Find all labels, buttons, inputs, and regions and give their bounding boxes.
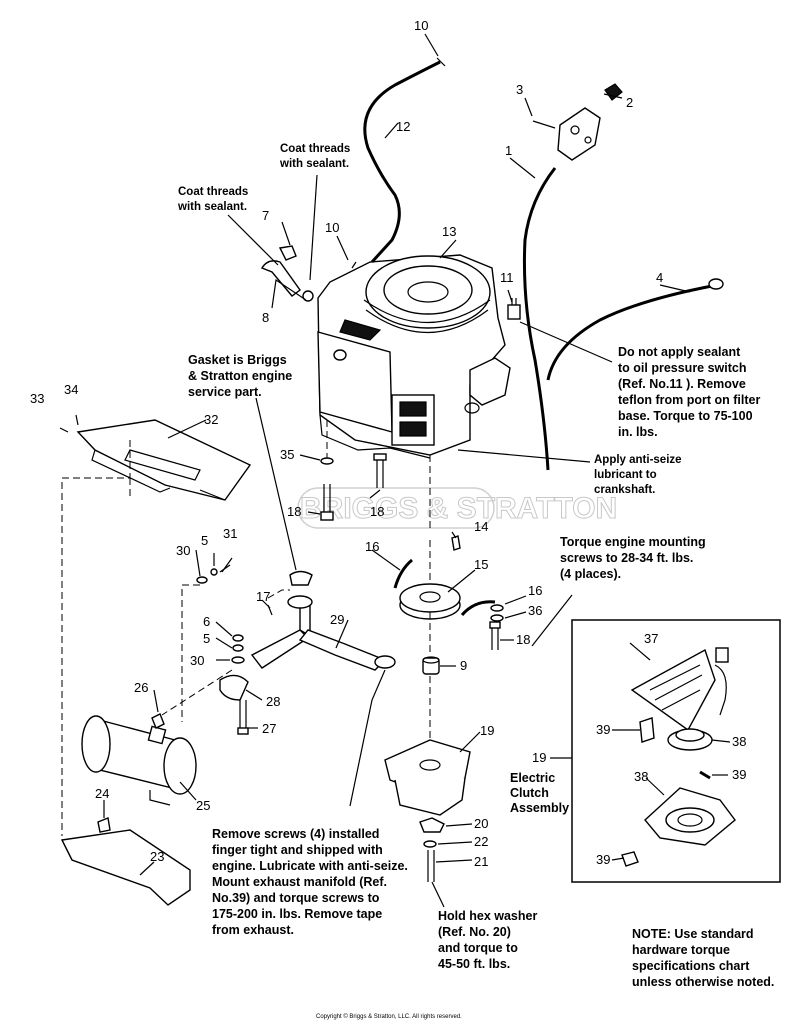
label-24: 24 — [95, 786, 109, 801]
screw-34 — [75, 414, 79, 426]
label-11: 11 — [500, 270, 514, 285]
dipstick-tube — [363, 60, 441, 264]
label-29: 29 — [330, 612, 344, 627]
label-8: 8 — [262, 310, 269, 325]
bracket-16b — [460, 600, 496, 617]
watermark-text: BRIGGS & STRATTON — [300, 492, 617, 525]
label-7: 7 — [262, 208, 269, 223]
label-14: 14 — [474, 519, 488, 534]
screw-33 — [59, 427, 69, 433]
note-coat-threads-2: Coat threads with sealant. — [177, 186, 252, 213]
label-20: 20 — [474, 816, 488, 831]
label-27: 27 — [262, 721, 276, 736]
exhaust-manifold — [219, 570, 396, 701]
label-32: 32 — [204, 412, 218, 427]
bracket-16a — [393, 558, 413, 589]
label-34: 34 — [64, 382, 78, 397]
note-torque-mounting: Torque engine mounting screws to 28-34 f… — [560, 535, 709, 581]
label-39a: 39 — [596, 722, 610, 737]
label-26: 26 — [134, 680, 148, 695]
label-18b: 18 — [370, 504, 384, 519]
label-16b: 16 — [528, 583, 542, 598]
alignment-lines — [61, 420, 431, 836]
label-10b: 10 — [325, 220, 339, 235]
notes: Coat threads with sealant. Coat threads … — [177, 143, 774, 989]
label-22: 22 — [474, 834, 488, 849]
oil-pressure-switch — [507, 298, 521, 320]
note-oil-pressure-switch: Do not apply sealant to oil pressure swi… — [618, 345, 764, 439]
electric-clutch — [384, 739, 471, 816]
label-3: 3 — [516, 82, 523, 97]
note-antiseize: Apply anti-seize lubricant to crankshaft… — [594, 454, 685, 496]
label-30a: 30 — [176, 543, 190, 558]
label-5a: 5 — [201, 533, 208, 548]
label-15: 15 — [474, 557, 488, 572]
clutch-detail-box — [571, 619, 781, 883]
label-17: 17 — [256, 589, 270, 604]
muffler-bracket — [60, 829, 191, 906]
label-30b: 30 — [190, 653, 204, 668]
cable-clamp — [604, 83, 623, 101]
small-hardware — [151, 557, 273, 735]
throttle-cable — [522, 167, 557, 471]
spacer-9 — [422, 656, 440, 675]
label-38a: 38 — [732, 734, 746, 749]
label-23: 23 — [150, 849, 164, 864]
note-remove-screws: Remove screws (4) installed finger tight… — [212, 827, 411, 937]
label-4: 4 — [656, 270, 663, 285]
label-39c: 39 — [596, 852, 610, 867]
label-18c: 18 — [516, 632, 530, 647]
label-37: 37 — [644, 631, 658, 646]
label-19a: 19 — [480, 723, 494, 738]
label-35: 35 — [280, 447, 294, 462]
label-28: 28 — [266, 694, 280, 709]
label-38b: 38 — [634, 769, 648, 784]
leader-lines — [103, 33, 731, 908]
key-14 — [451, 535, 461, 551]
note-electric-clutch: Electric Clutch Assembly — [510, 771, 569, 815]
label-18a: 18 — [287, 504, 301, 519]
part-numbers: 10 3 2 12 1 7 10 13 11 4 8 33 34 32 35 1… — [30, 18, 746, 869]
choke-cable — [546, 284, 713, 381]
note-gasket: Gasket is Briggs & Stratton engine servi… — [188, 353, 296, 399]
label-2: 2 — [626, 95, 633, 110]
label-36: 36 — [528, 603, 542, 618]
label-25: 25 — [196, 798, 210, 813]
note-standard-torque: NOTE: Use standard hardware torque speci… — [632, 927, 774, 989]
label-13: 13 — [442, 224, 456, 239]
label-21: 21 — [474, 854, 488, 869]
label-6: 6 — [203, 614, 210, 629]
hex-washer — [419, 817, 445, 833]
bolt-21 — [427, 850, 435, 882]
note-hex-washer: Hold hex washer (Ref. No. 20) and torque… — [438, 909, 541, 971]
washer-22 — [423, 840, 437, 848]
watermark: BRIGGS & STRATTON — [297, 487, 618, 529]
label-16a: 16 — [365, 539, 379, 554]
cable-bracket — [557, 107, 601, 161]
engine — [317, 254, 511, 459]
nut-24 — [97, 817, 111, 833]
label-39b: 39 — [732, 767, 746, 782]
breather-fittings — [260, 245, 314, 302]
label-1: 1 — [505, 143, 512, 158]
label-31: 31 — [223, 526, 237, 541]
muffler — [81, 715, 197, 806]
note-coat-threads-1: Coat threads with sealant. — [279, 143, 354, 170]
label-10a: 10 — [414, 18, 428, 33]
engine-plate — [76, 419, 252, 501]
label-33: 33 — [30, 391, 44, 406]
label-19b: 19 — [532, 750, 546, 765]
mounting-bolts — [320, 453, 504, 650]
copyright: Copyright © Briggs & Stratton, LLC. All … — [316, 1013, 462, 1020]
label-9: 9 — [460, 658, 467, 673]
label-12: 12 — [396, 119, 410, 134]
label-5b: 5 — [203, 631, 210, 646]
